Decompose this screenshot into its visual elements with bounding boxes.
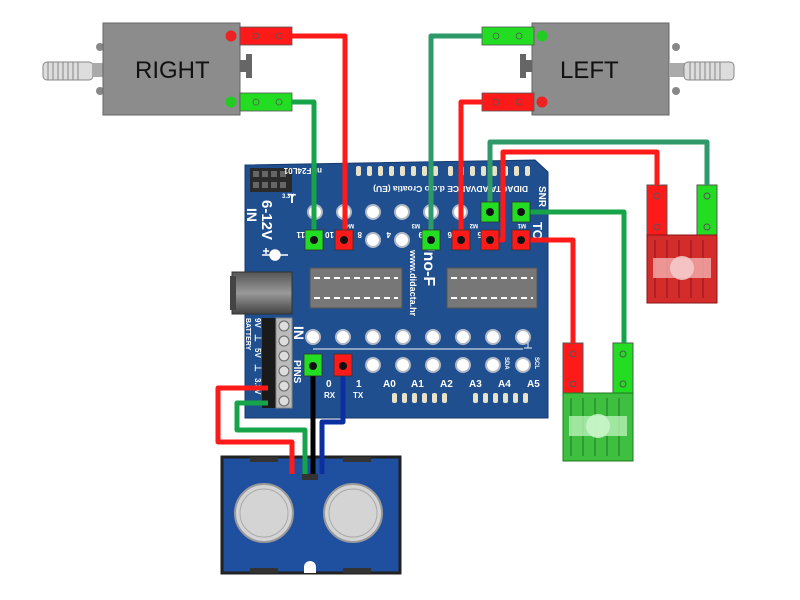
motor-label-m3: M3: [411, 222, 420, 228]
ic-chip-right: [446, 267, 538, 309]
motor-connectors: [239, 26, 535, 112]
pin-label-5: 5: [477, 230, 482, 239]
pin-label-a3: A3: [469, 379, 482, 390]
pin-label-a5: A5: [527, 379, 540, 390]
pin-label-1: 1: [356, 379, 362, 390]
battery-pin-gnd1: ⊥: [253, 334, 263, 342]
power-in-label: IN: [244, 208, 260, 222]
battery-pin-gnd2: ⊥: [253, 364, 263, 372]
pins-row-holes: [365, 357, 531, 373]
battery-pin-5v: 5V: [253, 348, 262, 358]
pin-label-11: 11: [296, 230, 305, 239]
side-label-t: T: [288, 191, 296, 206]
pin-label-scl: SCL: [533, 357, 539, 369]
pin-label-a1: A1: [411, 379, 424, 390]
top-pin-labels: 11 10 8 4 9 6 5 M4 M3 M2 M1: [296, 222, 526, 239]
side-label-pins: PINS: [291, 360, 302, 384]
pin-label-a0: A0: [383, 379, 396, 390]
maker-label: DIDACTA ADVANCE d.o.o Croatia (EU): [373, 184, 528, 194]
wire-sensor-green-signal: [521, 209, 627, 343]
board-connectors: [303, 201, 531, 377]
pin-label-8: 8: [357, 230, 362, 239]
motor-left-label: LEFT: [560, 57, 619, 84]
pin-label-4: 4: [386, 230, 391, 239]
pin-label-10: 10: [325, 230, 334, 239]
radio-header: [250, 168, 292, 192]
pin-label-9: 9: [418, 230, 423, 239]
wire-sensor-red-signal: [487, 139, 710, 212]
battery-label: BATTERY: [244, 318, 251, 351]
motor-label-m4: M4: [345, 222, 354, 228]
power-voltage-label: 6-12V: [258, 200, 275, 240]
in-row-holes: [305, 329, 531, 345]
line-sensor-green: [562, 342, 634, 462]
pin-label-a2: A2: [440, 379, 453, 390]
pin-label-0: 0: [326, 379, 332, 390]
motor-right: RIGHT: [42, 22, 252, 116]
wire-ultrasonic-echo: [319, 365, 346, 474]
line-sensor-red: [646, 184, 718, 304]
side-label-in: IN: [291, 326, 307, 340]
ultrasonic-sensor: [220, 455, 402, 575]
bottom-pin-labels: 0 1 A0 A1 A2 A3 A4 A5 RX TX SDA SCL: [324, 357, 540, 400]
motor-left: LEFT: [520, 22, 735, 116]
wire-left-green: [428, 33, 482, 240]
wire-right-red: [292, 33, 348, 240]
motor-right-label: RIGHT: [135, 57, 210, 84]
ic-chip-left: [309, 267, 403, 309]
motor-label-m1: M1: [517, 222, 526, 228]
motor-label-m2: M2: [469, 222, 478, 228]
pin-label-6: 6: [447, 230, 452, 239]
pin-label-tx: TX: [353, 391, 364, 400]
wire-sensor-green-power: [521, 237, 576, 343]
wire-ultrasonic-vcc: [215, 385, 295, 474]
polarity-icon: [262, 248, 288, 261]
wire-ultrasonic-gnd: [234, 400, 308, 474]
bottom-header-pads: [392, 393, 528, 403]
side-label-snr: SNR: [536, 186, 547, 208]
dc-jack: [230, 271, 293, 315]
pin-label-sda: SDA: [503, 357, 509, 370]
pin-label-rx: RX: [324, 391, 336, 400]
v33-label: 3.3V: [282, 194, 294, 200]
website-label: www.didacta.hr: [408, 249, 418, 317]
wire-left-red: [458, 99, 482, 240]
side-label-to: TO: [530, 222, 545, 240]
radio-label: nRF24L01: [283, 166, 322, 175]
uno-f-board: 3.3V nRF24L01 DIDACTA ADVANCE d.o.o Croa…: [230, 159, 549, 419]
battery-pin-9v: 9V: [253, 318, 262, 328]
board-name: Uno-F: [420, 240, 437, 286]
wire-right-green: [292, 99, 317, 240]
pin-label-a4: A4: [498, 379, 511, 390]
gnd-bus-line: [313, 340, 532, 350]
battery-terminal: [262, 317, 293, 409]
